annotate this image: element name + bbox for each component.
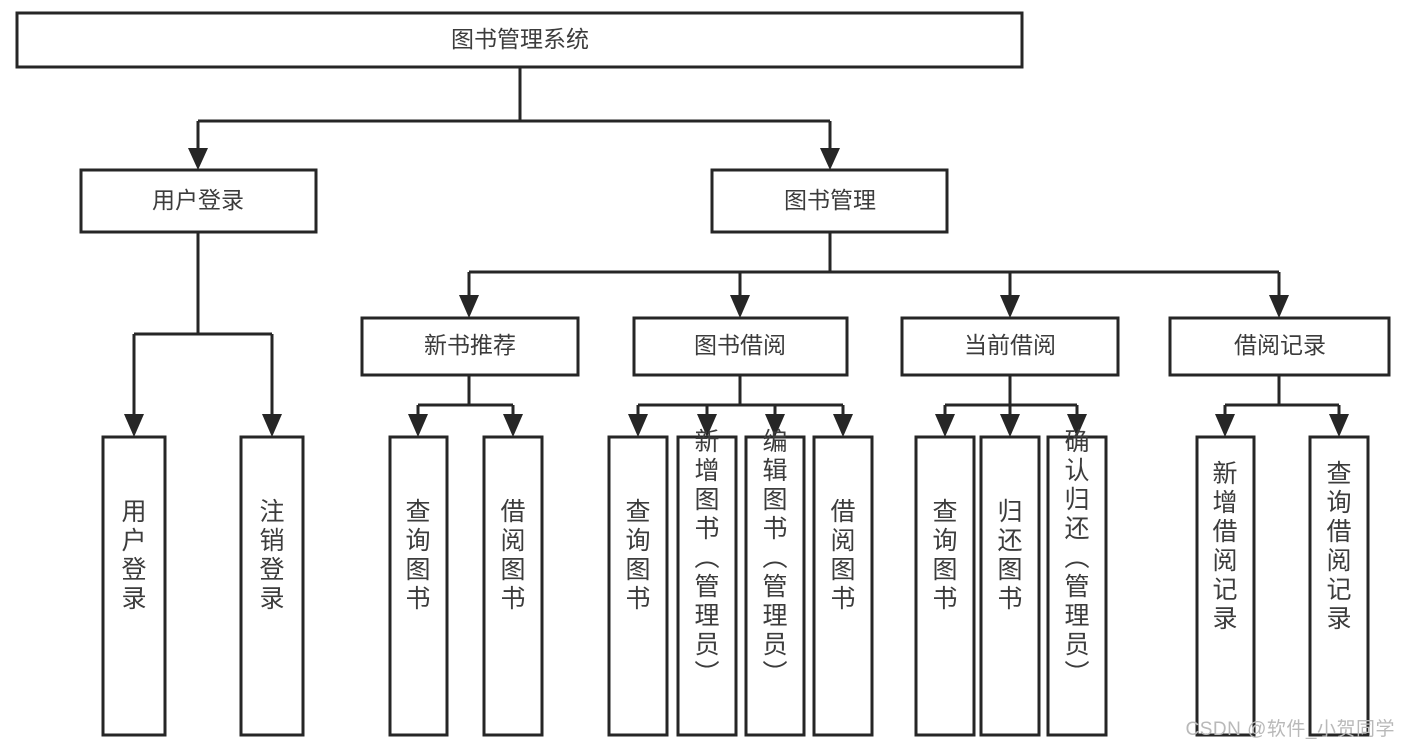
node-leaf-query-book-3-label: 查询图书 — [932, 498, 957, 613]
arrow-head-leaf-return-book — [1000, 414, 1020, 437]
node-leaf-add-book-label: 新增图书︵管理员︶ — [694, 428, 719, 688]
node-root-label: 图书管理系统 — [451, 26, 589, 52]
arrow-head-leaf-query-record — [1329, 414, 1349, 437]
arrow-head-leaf-confirm-return — [1067, 414, 1087, 437]
node-user-login-label: 用户登录 — [152, 187, 244, 213]
node-leaf-edit-book-label: 编辑图书︵管理员︶ — [762, 428, 787, 688]
connector-group-user-login — [124, 232, 282, 437]
connector-group-book-manage — [459, 232, 1289, 318]
node-leaf-query-book-2-label: 查询图书 — [625, 498, 650, 613]
node-leaf-edit-book[interactable]: 编辑图书︵管理员︶ — [744, 428, 806, 737]
arrow-head-leaf-borrow-book-1 — [503, 414, 523, 437]
node-leaf-query-book-3[interactable]: 查询图书 — [914, 435, 976, 737]
connector-group-current-borrow — [935, 375, 1087, 437]
node-leaf-logout-login[interactable]: 注销登录 — [239, 435, 305, 737]
node-user-login-box[interactable] — [79, 168, 318, 234]
node-book-borrow-label: 图书借阅 — [694, 332, 786, 358]
node-leaf-query-book-1[interactable]: 查询图书 — [388, 435, 449, 737]
node-current-borrow[interactable]: 当前借阅 — [900, 316, 1120, 377]
node-new-book-recommend[interactable]: 新书推荐 — [360, 316, 580, 377]
node-leaf-edit-book-box[interactable] — [744, 435, 806, 737]
node-leaf-query-book-2-box[interactable] — [607, 435, 669, 737]
node-leaf-user-login-box[interactable] — [101, 435, 167, 737]
node-root[interactable]: 图书管理系统 — [15, 11, 1024, 69]
arrow-head-book-manage — [820, 148, 840, 170]
node-book-manage-label: 图书管理 — [784, 187, 876, 213]
arrow-head-borrow-record — [1269, 295, 1289, 318]
arrow-head-leaf-logout-login — [262, 414, 282, 437]
node-leaf-user-login-label: 用户登录 — [121, 498, 146, 613]
node-leaf-logout-login-box[interactable] — [239, 435, 305, 737]
node-leaf-add-record-label: 新增借阅记录 — [1212, 460, 1237, 633]
node-book-manage[interactable]: 图书管理 — [710, 168, 949, 234]
arrow-head-book-borrow — [730, 295, 750, 318]
node-leaf-confirm-return-box[interactable] — [1046, 435, 1108, 737]
node-root-box[interactable] — [15, 11, 1024, 69]
arrow-head-leaf-add-book — [697, 414, 717, 437]
node-leaf-query-book-3-box[interactable] — [914, 435, 976, 737]
node-leaf-logout-login-label: 注销登录 — [259, 498, 284, 613]
connector-group-book-borrow — [628, 375, 853, 437]
node-leaf-return-book[interactable]: 归还图书 — [979, 435, 1041, 737]
arrow-head-leaf-edit-book — [765, 414, 785, 437]
node-leaf-user-login[interactable]: 用户登录 — [101, 435, 167, 737]
node-leaf-add-record-box[interactable] — [1195, 435, 1256, 737]
connector-group-root — [188, 67, 840, 170]
node-new-book-recommend-label: 新书推荐 — [424, 332, 516, 358]
arrow-head-leaf-query-book-3 — [935, 414, 955, 437]
node-leaf-query-book-1-box[interactable] — [388, 435, 449, 737]
node-leaf-query-record[interactable]: 查询借阅记录 — [1308, 435, 1370, 737]
node-leaf-borrow-book-1[interactable]: 借阅图书 — [482, 435, 544, 737]
arrow-head-leaf-query-book-2 — [628, 414, 648, 437]
connector-group-new-book-recommend — [408, 375, 523, 437]
node-leaf-borrow-book-1-box[interactable] — [482, 435, 544, 737]
csdn-watermark: CSDN @软件_小贺同学 — [1185, 719, 1395, 740]
node-leaf-confirm-return[interactable]: 确认归还︵管理员︶ — [1046, 428, 1108, 737]
node-leaf-confirm-return-label: 确认归还︵管理员︶ — [1064, 428, 1089, 688]
arrow-head-new-book-recommend — [459, 295, 479, 318]
node-user-login[interactable]: 用户登录 — [79, 168, 318, 234]
node-leaf-add-book-box[interactable] — [676, 435, 738, 737]
node-current-borrow-label: 当前借阅 — [964, 332, 1056, 358]
node-leaf-query-record-label: 查询借阅记录 — [1326, 460, 1351, 633]
node-borrow-record[interactable]: 借阅记录 — [1168, 316, 1391, 377]
node-borrow-record-box[interactable] — [1168, 316, 1391, 377]
node-current-borrow-box[interactable] — [900, 316, 1120, 377]
node-borrow-record-label: 借阅记录 — [1234, 332, 1326, 358]
node-leaf-query-record-box[interactable] — [1308, 435, 1370, 737]
node-leaf-query-book-2[interactable]: 查询图书 — [607, 435, 669, 737]
arrow-head-user-login — [188, 148, 208, 170]
node-leaf-return-book-box[interactable] — [979, 435, 1041, 737]
node-new-book-recommend-box[interactable] — [360, 316, 580, 377]
node-leaf-add-book[interactable]: 新增图书︵管理员︶ — [676, 428, 738, 737]
node-leaf-borrow-book-2-box[interactable] — [812, 435, 874, 737]
node-book-borrow-box[interactable] — [632, 316, 849, 377]
arrow-head-leaf-add-record — [1215, 414, 1235, 437]
node-leaf-borrow-book-1-label: 借阅图书 — [500, 498, 525, 613]
arrow-head-leaf-borrow-book-2 — [833, 414, 853, 437]
node-book-manage-box[interactable] — [710, 168, 949, 234]
arrow-head-leaf-query-book-1 — [408, 414, 428, 437]
connector-group-borrow-record — [1215, 375, 1349, 437]
node-leaf-borrow-book-2[interactable]: 借阅图书 — [812, 435, 874, 737]
arrow-head-current-borrow — [1000, 295, 1020, 318]
node-book-borrow[interactable]: 图书借阅 — [632, 316, 849, 377]
arrow-head-leaf-user-login — [124, 414, 144, 437]
node-leaf-return-book-label: 归还图书 — [997, 498, 1022, 613]
node-leaf-query-book-1-label: 查询图书 — [405, 498, 430, 613]
node-leaf-add-record[interactable]: 新增借阅记录 — [1195, 435, 1256, 737]
node-leaf-borrow-book-2-label: 借阅图书 — [830, 498, 855, 613]
